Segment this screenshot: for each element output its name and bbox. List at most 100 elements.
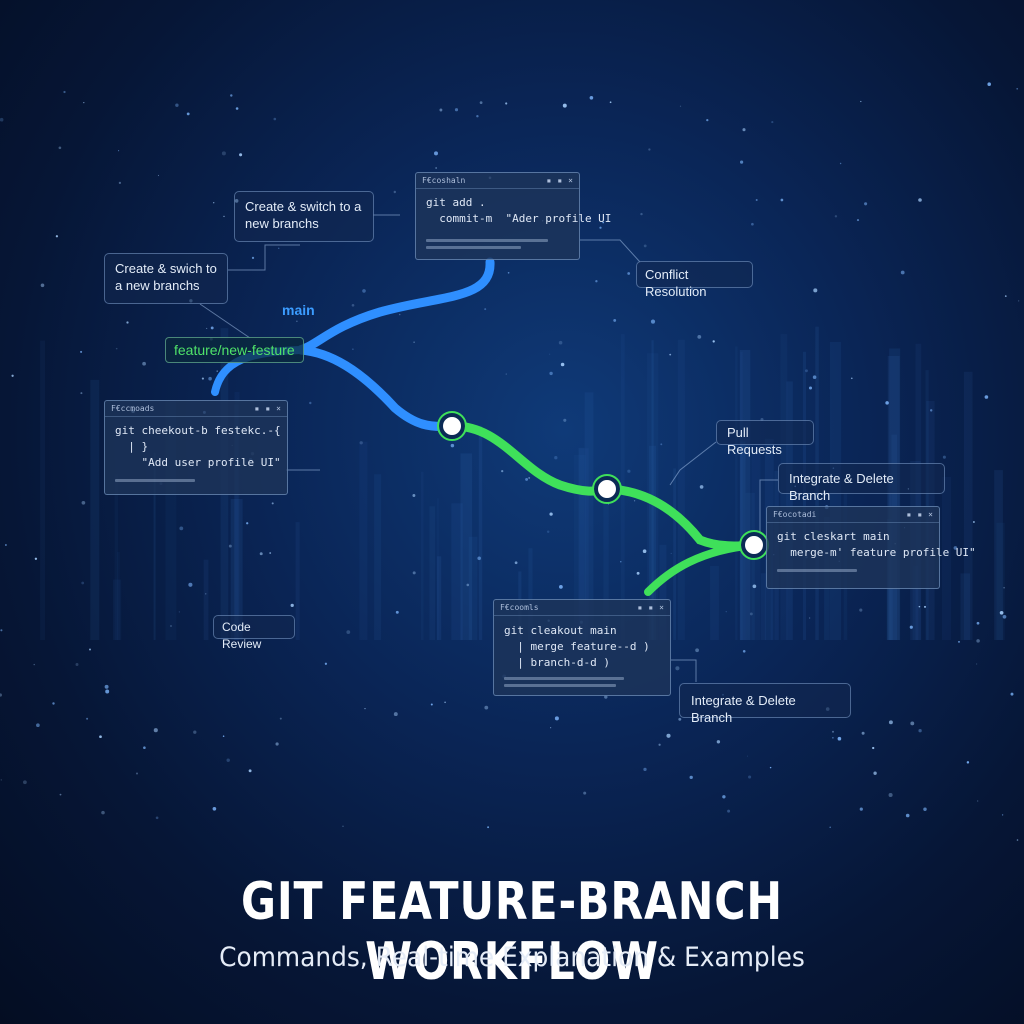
star-particle xyxy=(208,376,212,381)
star-particle xyxy=(953,546,958,550)
star-particle xyxy=(142,361,146,366)
city-silhouette-bar xyxy=(649,445,656,640)
star-particle xyxy=(398,313,401,316)
star-particle xyxy=(279,717,282,720)
star-particle xyxy=(89,648,91,651)
star-particle xyxy=(1004,295,1007,297)
star-particle xyxy=(976,639,980,643)
window-controls: ▪ ▪ × xyxy=(249,401,281,416)
star-particle xyxy=(640,212,643,216)
star-particle xyxy=(352,348,354,351)
star-particle xyxy=(873,771,877,775)
connector-integrate-1 xyxy=(759,479,778,545)
page-title: GIT FEATURE-BRANCH WORKFLOW xyxy=(241,872,783,992)
star-particle xyxy=(780,198,784,202)
city-silhouette-bar xyxy=(436,498,439,640)
minimize-icon[interactable]: ▪ xyxy=(637,603,643,612)
terminal-line: git cleskart main xyxy=(777,530,890,543)
label-pull-requests-text: Pull Requests xyxy=(727,425,782,457)
city-silhouette-bar xyxy=(710,566,719,640)
star-particle xyxy=(966,761,970,764)
star-particle xyxy=(23,780,27,785)
maximize-icon[interactable]: ▪ xyxy=(917,510,923,519)
star-particle xyxy=(742,649,746,653)
star-particle xyxy=(604,695,608,699)
star-particle xyxy=(99,735,102,739)
star-particle xyxy=(725,611,727,613)
terminal-line: merge-m' feature profile UI" xyxy=(777,546,976,559)
city-silhouette-bar xyxy=(478,425,483,640)
star-particle xyxy=(554,456,558,460)
star-particle xyxy=(1018,300,1020,302)
close-icon[interactable]: × xyxy=(276,404,281,413)
label-code-review: Code Review xyxy=(213,615,295,651)
star-particle xyxy=(55,235,59,238)
star-particle xyxy=(546,530,550,534)
maximize-icon[interactable]: ▪ xyxy=(557,176,563,185)
terminal-window-merge: F€ocotadi ▪▪× git cleskart main merge-m'… xyxy=(766,506,976,589)
terminal-body: git cleakout main | merge feature--d ) |… xyxy=(494,616,670,671)
star-particle xyxy=(454,108,459,112)
terminal-placeholder-bar xyxy=(426,246,521,249)
city-silhouette-bar xyxy=(234,404,239,640)
star-particle xyxy=(831,730,835,733)
star-particle xyxy=(958,641,960,643)
star-particle xyxy=(550,727,552,729)
star-particle xyxy=(476,114,479,118)
close-icon[interactable]: × xyxy=(928,510,933,519)
terminal-placeholder-bar xyxy=(504,684,616,687)
commit-node-2 xyxy=(594,476,620,502)
star-particle xyxy=(918,605,921,608)
star-particle xyxy=(559,585,563,589)
minimize-icon[interactable]: ▪ xyxy=(906,510,912,519)
star-particle xyxy=(583,791,587,795)
minimize-icon[interactable]: ▪ xyxy=(546,176,552,185)
terminal-titlebar: F€coshaln ▪▪× xyxy=(416,173,579,189)
star-particle xyxy=(412,494,416,497)
terminal-window-cleanup: F€coomls ▪▪× git cleakout main | merge f… xyxy=(493,599,671,696)
star-particle xyxy=(1003,586,1005,589)
star-particle xyxy=(435,167,437,169)
close-icon[interactable]: × xyxy=(659,603,664,612)
city-silhouette-bar xyxy=(889,348,901,640)
close-icon[interactable]: × xyxy=(568,176,573,185)
star-particle xyxy=(226,758,230,762)
terminal-title: F€ccmoads xyxy=(111,404,155,413)
star-particle xyxy=(439,108,443,112)
star-particle xyxy=(670,552,672,554)
connector-create-to-feature xyxy=(199,303,251,339)
maximize-icon[interactable]: ▪ xyxy=(648,603,654,612)
star-particle xyxy=(888,720,893,725)
label-create-switch-2-text: Create & swich to a new branchs xyxy=(115,261,217,293)
commit-node-3 xyxy=(741,532,767,558)
city-silhouette-bar xyxy=(528,548,533,640)
star-particle xyxy=(1001,814,1004,816)
star-particle xyxy=(58,146,62,150)
terminal-line: | branch-d-d ) xyxy=(504,656,610,669)
star-particle xyxy=(977,800,979,802)
terminal-progress-lines xyxy=(494,671,670,693)
star-particle xyxy=(722,795,726,799)
star-particle xyxy=(752,584,757,589)
star-particle xyxy=(157,174,160,177)
star-particle xyxy=(63,90,66,94)
terminal-window-checkout: F€ccmoads ▪▪× git cheekout-b festekc.-{ … xyxy=(104,400,288,495)
star-particle xyxy=(105,689,110,694)
star-particle xyxy=(351,303,355,307)
star-particle xyxy=(205,593,207,595)
star-particle xyxy=(178,611,181,613)
minimize-icon[interactable]: ▪ xyxy=(254,404,260,413)
maximize-icon[interactable]: ▪ xyxy=(265,404,271,413)
star-particle xyxy=(4,544,7,546)
star-particle xyxy=(277,247,280,250)
terminal-progress-lines xyxy=(105,471,287,488)
star-particle xyxy=(479,101,483,104)
star-particle xyxy=(658,743,661,746)
star-particle xyxy=(669,353,672,356)
star-particle xyxy=(466,583,470,587)
terminal-line: git cleakout main xyxy=(504,624,617,637)
terminal-line: git cheekout-b festekc.-{ xyxy=(115,424,281,437)
city-silhouette-bar xyxy=(659,544,667,640)
connector-conflict xyxy=(580,239,641,263)
star-particle xyxy=(0,629,3,632)
